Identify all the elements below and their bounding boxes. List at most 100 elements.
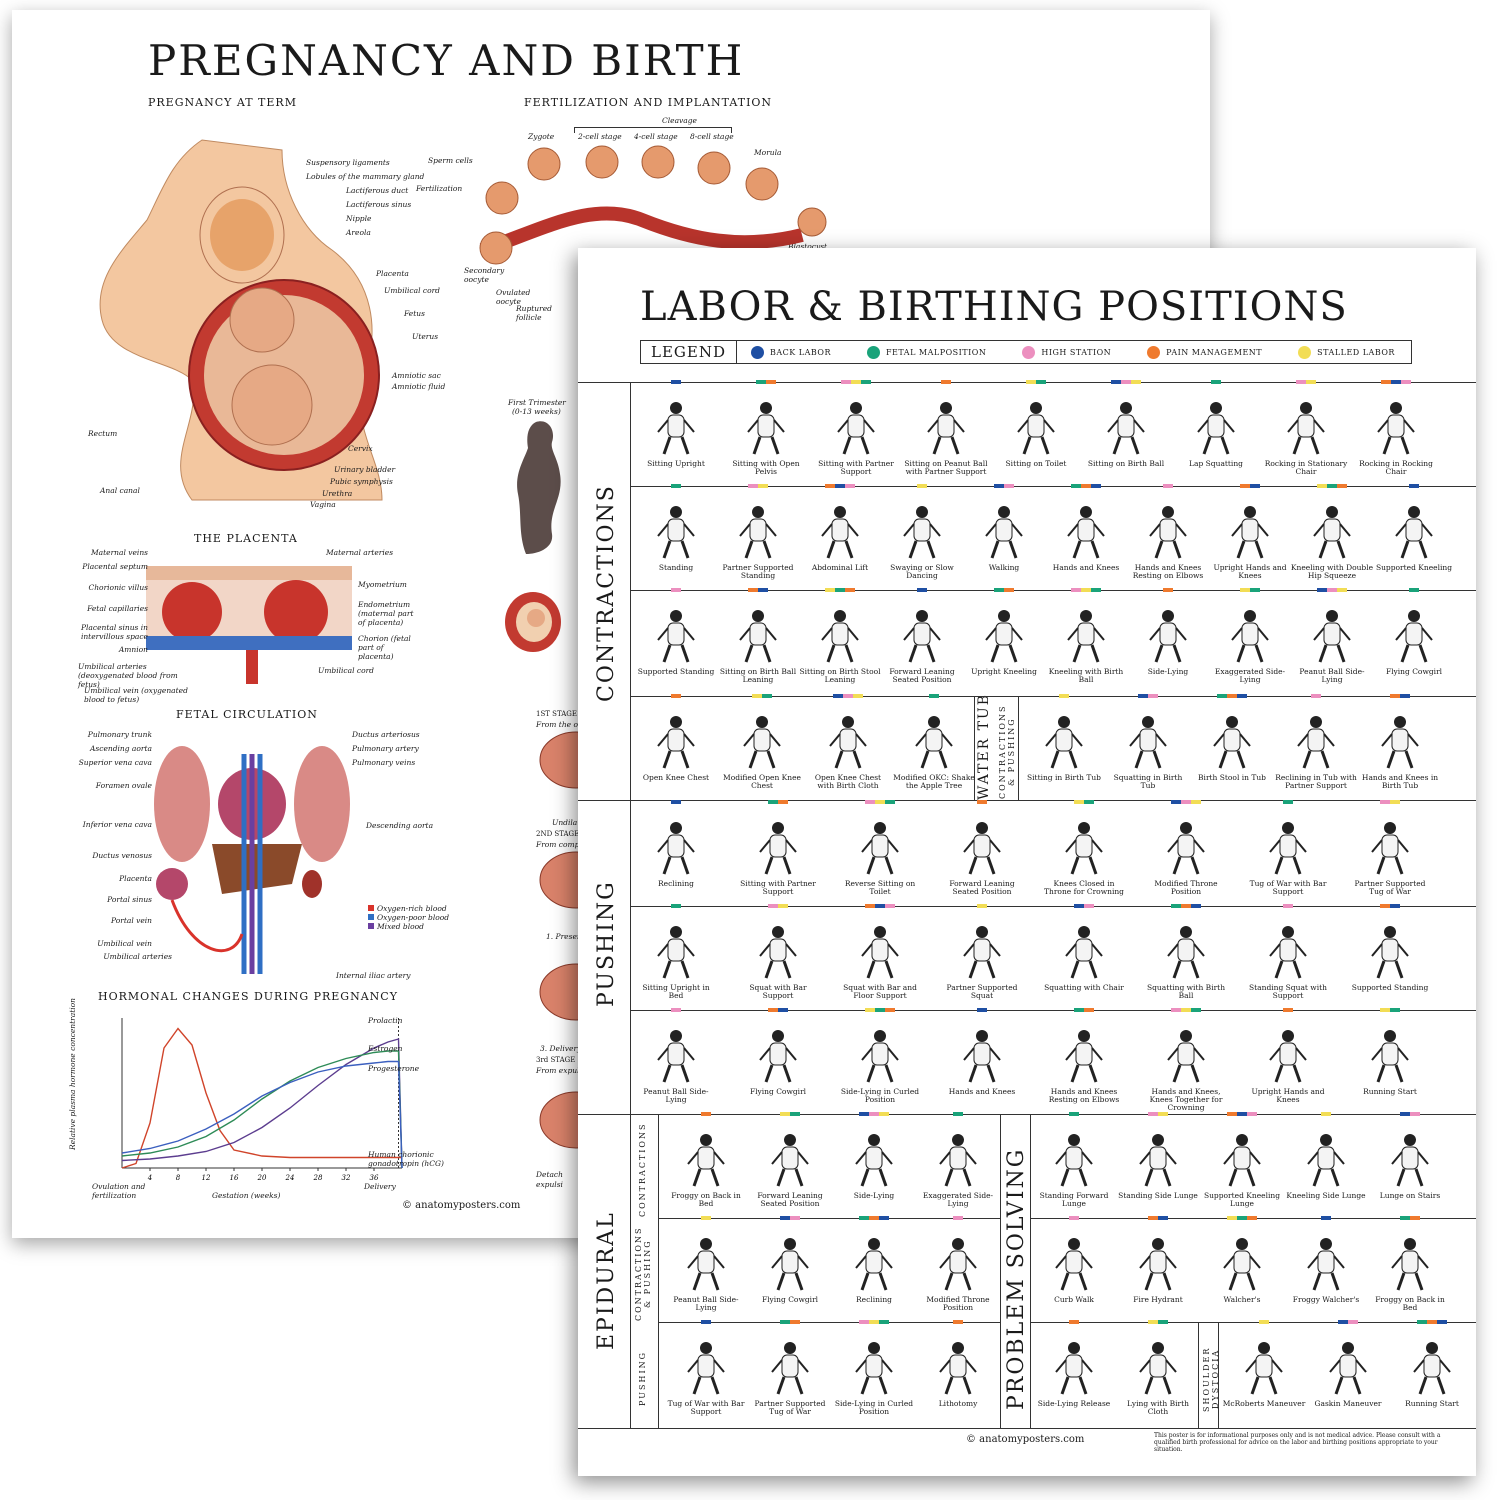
position-label: Side-Lying Release xyxy=(1037,1399,1111,1408)
position-cell: Kneeling with Birth Ball xyxy=(1044,588,1128,694)
position-figure-icon xyxy=(771,1238,809,1291)
indication-tag xyxy=(1380,1008,1390,1012)
indication-tags xyxy=(1306,1320,1390,1324)
position-figure-icon xyxy=(739,506,777,559)
position-label: Hands and Knees Resting on Elbows xyxy=(1048,1087,1120,1104)
indication-tag xyxy=(1191,1008,1201,1012)
indication-tags xyxy=(916,1320,1000,1324)
position-cell: Side-Lying xyxy=(832,1112,916,1218)
embryo-icon xyxy=(505,592,561,652)
placenta-label: Fetal capillaries xyxy=(87,604,148,613)
indication-tags xyxy=(832,1320,916,1324)
legend-swatch xyxy=(368,923,374,929)
position-label: Exaggerated Side-Lying xyxy=(922,1191,994,1208)
position-label: Reclining xyxy=(856,1295,892,1304)
indication-tags xyxy=(716,484,800,488)
position-label: Sitting on Peanut Ball with Partner Supp… xyxy=(904,459,988,476)
indication-tag xyxy=(1084,1008,1094,1012)
position-figure-icon xyxy=(759,926,797,979)
position-figure-icon xyxy=(1371,1030,1409,1083)
series-line-1 xyxy=(121,1038,403,1169)
circ-legend-label: Mixed blood xyxy=(377,922,424,931)
indication-tags xyxy=(1200,1112,1284,1116)
position-label: Standing Squat with Support xyxy=(1249,983,1327,1000)
term-label: Placenta xyxy=(376,269,409,278)
grid-divider xyxy=(658,1218,1000,1219)
position-label: Partner Supported Standing xyxy=(722,563,794,580)
right-poster-title: LABOR & BIRTHING POSITIONS xyxy=(640,284,1348,330)
position-label: Rocking in Rocking Chair xyxy=(1359,459,1433,476)
position-cell: Running Start xyxy=(1390,1320,1474,1426)
indication-tags xyxy=(1274,694,1358,698)
position-cell: Hands and Knees xyxy=(940,1008,1024,1114)
position-cell: Reclining xyxy=(634,800,718,906)
cleavage-bracket xyxy=(574,127,732,133)
position-cell: Side-Lying in Curled Position xyxy=(838,1008,922,1114)
position-figure-icon xyxy=(1197,402,1235,455)
position-figure-icon xyxy=(1067,506,1105,559)
indication-tag xyxy=(851,380,861,384)
indication-tags xyxy=(1044,588,1128,592)
morula-label: Morula xyxy=(754,148,782,157)
position-label: Hands and Knees in Birth Tub xyxy=(1361,773,1439,790)
indication-tag xyxy=(1250,484,1260,488)
indication-tag xyxy=(1158,1112,1168,1116)
indication-tag xyxy=(780,1216,790,1220)
position-figure-icon xyxy=(687,1238,725,1291)
indication-tag xyxy=(869,1320,879,1324)
indication-tag xyxy=(1081,588,1091,592)
position-label: Fire Hydrant xyxy=(1133,1295,1183,1304)
indication-tag xyxy=(671,800,681,804)
indication-tags xyxy=(1200,1216,1284,1220)
indication-tag xyxy=(1111,380,1121,384)
indication-tags xyxy=(1284,1216,1368,1220)
placenta-labels-left: Maternal veins Placental septum Chorioni… xyxy=(72,548,148,654)
position-figure-icon xyxy=(771,1342,809,1395)
secondary-oocyte-label: Secondary oocyte xyxy=(464,266,505,284)
position-figure-icon xyxy=(861,822,899,875)
legend-label: BACK LABOR xyxy=(770,347,831,357)
indication-tag xyxy=(1171,800,1181,804)
position-figure-icon xyxy=(1381,716,1419,769)
indication-tag xyxy=(833,694,843,698)
position-figure-icon xyxy=(855,1134,893,1187)
series-line-0 xyxy=(121,1027,402,1169)
position-figure-icon xyxy=(1377,402,1415,455)
first-trimester-label: First Trimester xyxy=(508,398,566,407)
series-label-hcg: Human chorionic gonadotropin (hCG) xyxy=(368,1150,444,1168)
grid-divider xyxy=(658,1114,659,1428)
indication-tag xyxy=(1163,588,1173,592)
position-cell: Froggy on Back in Bed xyxy=(1368,1216,1452,1322)
indication-tag xyxy=(977,904,987,908)
position-figure-icon xyxy=(1017,402,1055,455)
position-cell: Side-Lying xyxy=(1126,588,1210,694)
section-contractions: CONTRACTIONS xyxy=(594,484,619,702)
indication-tag xyxy=(758,484,768,488)
position-cell: Forward Leaning Seated Position xyxy=(940,800,1024,906)
position-figure-icon xyxy=(939,1342,977,1395)
section-problem-solving: PROBLEM SOLVING xyxy=(1004,1147,1029,1411)
position-cell: Standing Side Lunge xyxy=(1116,1112,1200,1218)
chart-xlabel: Gestation (weeks) xyxy=(212,1191,281,1200)
position-cell: Sitting on Toilet xyxy=(994,380,1078,486)
stage3-desc: From expuls xyxy=(536,1066,584,1075)
indication-tags xyxy=(720,694,804,698)
grid-divider xyxy=(630,906,1476,907)
grid-divider xyxy=(1030,1114,1031,1428)
indication-tag xyxy=(671,484,681,488)
fertilization-label: Fertilization xyxy=(416,184,463,193)
indication-tag xyxy=(1380,904,1390,908)
circ-label: Ductus venosus xyxy=(92,851,152,860)
indication-tags xyxy=(1246,904,1330,908)
indication-tag xyxy=(1348,1320,1358,1324)
position-cell: Lithotomy xyxy=(916,1320,1000,1426)
indication-tag xyxy=(1074,800,1084,804)
indication-tag xyxy=(1181,1008,1191,1012)
indication-tag xyxy=(1437,1320,1447,1324)
cell8-label: 8-cell stage xyxy=(690,132,734,141)
position-label: Gaskin Maneuver xyxy=(1314,1399,1382,1408)
indication-tags xyxy=(664,1320,748,1324)
position-label: Sitting with Partner Support xyxy=(740,879,816,896)
position-cell: Hands and Knees Resting on Elbows xyxy=(1042,1008,1126,1114)
